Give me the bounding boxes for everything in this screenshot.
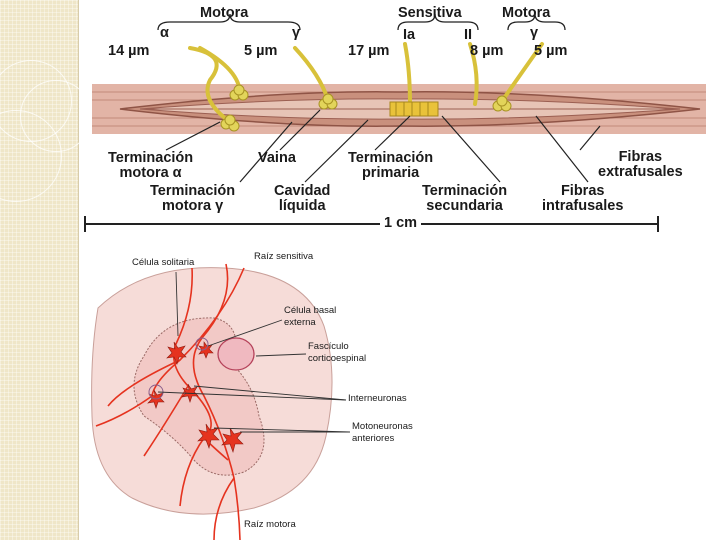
label-diameter-14: 14 µm [108, 43, 150, 59]
scale-label: 1 cm [380, 216, 422, 231]
label-fasciculo-corticoespinal: Fascículo corticoespinal [308, 341, 367, 364]
spinal-cord-drawing [91, 263, 351, 540]
header-motora-left: Motora [200, 5, 249, 21]
label-fibras-extrafusales: Fibras extrafusales [598, 149, 683, 180]
label-diameter-5a: 5 µm [244, 43, 278, 59]
label-terminacion-secundaria: Terminación secundaria [422, 183, 508, 214]
muscle-spindle-figure: Motora Sensitiva Motora α γ Ia II γ 14 µ… [80, 0, 720, 242]
label-terminacion-motora-gamma: Terminación motora γ [150, 183, 236, 214]
label-raiz-motora: Raíz motora [244, 519, 296, 530]
label-celula-basal-externa: Célula basal externa [284, 305, 337, 328]
label-terminacion-primaria: Terminación primaria [348, 150, 434, 181]
label-vaina: Vaina [258, 150, 296, 166]
label-diameter-17: 17 µm [348, 43, 390, 59]
label-terminacion-motora-alfa: Terminación motora α [108, 150, 194, 181]
label-cavidad-liquida: Cavidad líquida [274, 183, 331, 214]
label-gamma-left: γ [292, 25, 301, 41]
label-interneuronas: Interneuronas [348, 393, 407, 404]
spinal-cord-figure: Célula solitaria Raíz sensitiva Célula b… [84, 246, 464, 540]
muscle-spindle-drawing [84, 13, 706, 232]
label-raiz-sensitiva: Raíz sensitiva [254, 251, 314, 262]
header-motora-right: Motora [502, 5, 551, 21]
label-ia: Ia [403, 27, 416, 43]
label-diameter-8: 8 µm [470, 43, 504, 59]
label-fibras-intrafusales: Fibras intrafusales [542, 183, 624, 214]
label-gamma-right: γ [530, 25, 539, 41]
label-diameter-5b: 5 µm [534, 43, 568, 59]
header-sensitiva: Sensitiva [398, 5, 462, 21]
label-motoneuronas-anteriores: Motoneuronas anteriores [352, 421, 413, 444]
label-alpha: α [160, 25, 169, 41]
label-ii: II [464, 27, 473, 43]
label-celula-solitaria: Célula solitaria [132, 257, 195, 268]
